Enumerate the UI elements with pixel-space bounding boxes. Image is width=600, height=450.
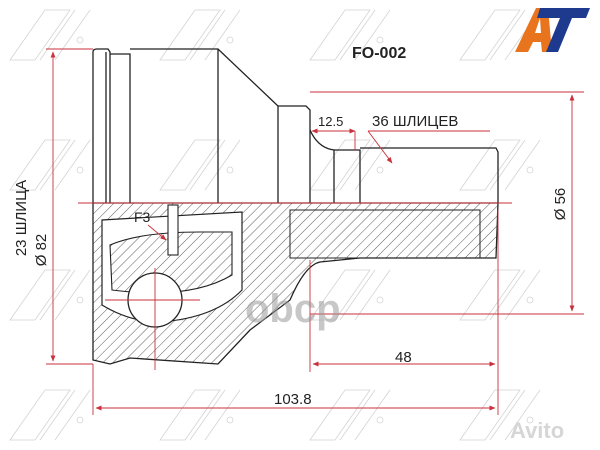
sat-watermark	[9, 9, 541, 441]
total-length-label: 103.8	[274, 391, 312, 408]
shaft-length-label: 48	[395, 349, 412, 366]
inner-splines-label: 23 ШЛИЦА	[13, 180, 30, 256]
avito-watermark: Avito	[510, 418, 564, 443]
outer-diameter-label: Ø 82	[33, 234, 50, 267]
dimension-lines	[46, 48, 584, 415]
joint-exterior-view	[92, 48, 499, 203]
joint-section-view	[92, 202, 499, 370]
seat-diameter-label: Ø 56	[552, 188, 569, 221]
part-number: FO-002	[352, 45, 406, 62]
chamfer-label: F3	[134, 209, 151, 225]
at-logo	[515, 8, 590, 52]
shaft-step-label: 12.5	[318, 114, 343, 129]
center-watermark: obcp	[245, 287, 341, 331]
shaft-splines-label: 36 ШЛИЦЕВ	[372, 113, 458, 130]
